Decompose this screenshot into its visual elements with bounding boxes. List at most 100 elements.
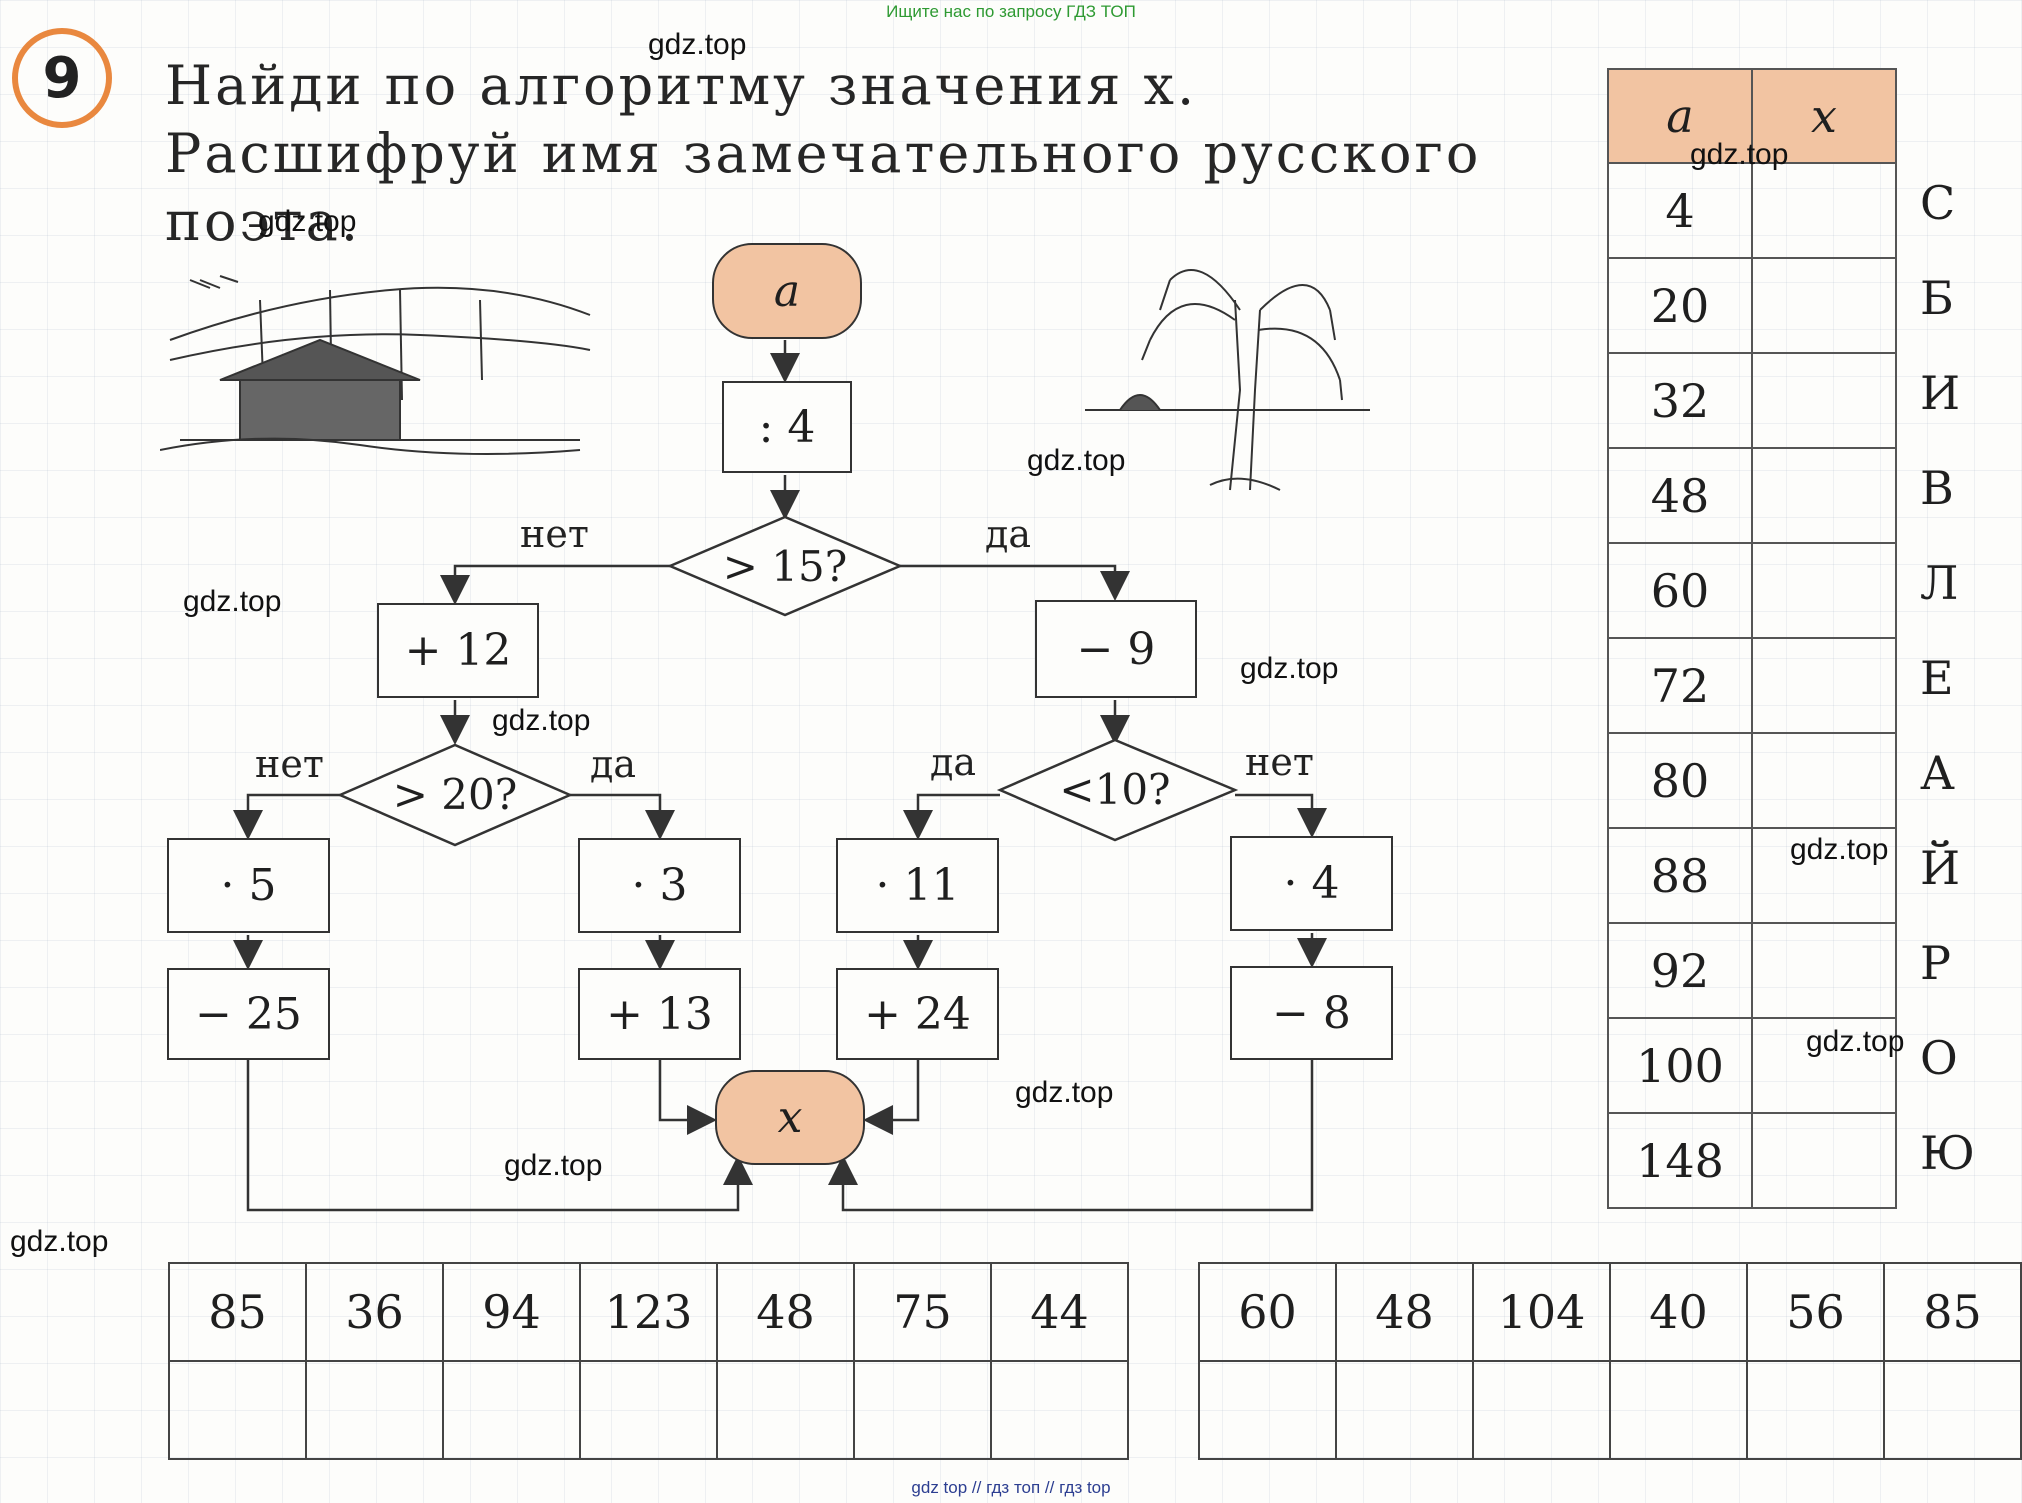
answer-table-1: 85 36 94 123 48 75 44 [168, 1262, 1129, 1460]
answer-number: 60 [1198, 1262, 1337, 1362]
answer-number: 40 [1609, 1262, 1748, 1362]
a-value: 4 [1607, 162, 1753, 259]
answer-letter-cell[interactable] [168, 1360, 307, 1460]
add-12-box: + 12 [377, 603, 539, 698]
watermark: gdz.top [183, 585, 282, 618]
letter-label: С [1920, 175, 1956, 230]
a-value: 20 [1607, 257, 1753, 354]
footer-note: gdz top // гдз топ // гдз top [911, 1478, 1111, 1497]
answer-letter-cell[interactable] [990, 1360, 1129, 1460]
answer-letter-cell[interactable] [716, 1360, 855, 1460]
answer-number: 48 [716, 1262, 855, 1362]
letter-label: И [1920, 365, 1961, 420]
a-value: 72 [1607, 637, 1753, 734]
multiply-3-box: · 3 [578, 838, 741, 933]
answer-letter-cell[interactable] [579, 1360, 718, 1460]
condition-3-yes-label: да [930, 740, 977, 784]
condition-1-yes-label: да [985, 512, 1032, 556]
table-row: 88 [1607, 827, 1897, 924]
table-row: 32 [1607, 352, 1897, 449]
answer-number: 48 [1335, 1262, 1474, 1362]
condition-3-text: <10? [1059, 764, 1171, 814]
header-x: x [1751, 68, 1897, 164]
condition-2-yes-label: да [590, 742, 637, 786]
answer-number: 44 [990, 1262, 1129, 1362]
answer-table-2: 60 48 104 40 56 85 [1198, 1262, 2022, 1460]
letter-label: Л [1920, 555, 1959, 610]
watermark: gdz.top [1027, 444, 1126, 477]
table-row: 100 [1607, 1017, 1897, 1114]
letter-label: Ю [1920, 1125, 1975, 1180]
add-13-box: + 13 [578, 968, 741, 1060]
x-cell[interactable] [1751, 1017, 1897, 1114]
a-value: 80 [1607, 732, 1753, 829]
letter-label: О [1920, 1030, 1958, 1085]
condition-2-no-label: нет [255, 742, 324, 786]
x-cell[interactable] [1751, 542, 1897, 639]
watermark: gdz.top [504, 1149, 603, 1182]
task-text: Найди по алгоритму значения x. Расшифруй… [165, 54, 1482, 253]
lookup-table: a x 4 20 32 48 60 72 80 88 92 100 148 [1607, 68, 1897, 1209]
answer-letter-cell[interactable] [305, 1360, 444, 1460]
a-value: 32 [1607, 352, 1753, 449]
condition-2-text: > 20? [392, 769, 518, 819]
answer-number: 56 [1746, 1262, 1885, 1362]
table-row: 60 [1607, 542, 1897, 639]
watermark: gdz.top [1806, 1025, 1905, 1058]
answer-letter-cell[interactable] [1609, 1360, 1748, 1460]
letter-label: В [1920, 460, 1954, 515]
x-cell[interactable] [1751, 257, 1897, 354]
x-cell[interactable] [1751, 732, 1897, 829]
start-node: a [712, 243, 862, 339]
condition-diamond-2 [336, 743, 574, 847]
watermark: gdz.top [1240, 652, 1339, 685]
watermark: gdz.top [492, 704, 591, 737]
watermark: gdz.top [1690, 138, 1789, 171]
answer-letter-cell[interactable] [1335, 1360, 1474, 1460]
multiply-5-box: · 5 [167, 838, 330, 933]
x-cell[interactable] [1751, 1112, 1897, 1209]
subtract-9-box: − 9 [1035, 600, 1197, 698]
x-cell[interactable] [1751, 447, 1897, 544]
watermark: gdz.top [10, 1225, 109, 1258]
x-cell[interactable] [1751, 637, 1897, 734]
answer-letter-cell[interactable] [442, 1360, 581, 1460]
letter-label: А [1920, 745, 1955, 800]
watermark: gdz.top [1790, 833, 1889, 866]
multiply-4-box: · 4 [1230, 836, 1393, 931]
answer-number: 75 [853, 1262, 992, 1362]
add-24-box: + 24 [836, 968, 999, 1060]
answer-letter-cell[interactable] [1198, 1360, 1337, 1460]
subtract-25-box: − 25 [167, 968, 330, 1060]
watermark: gdz.top [648, 28, 747, 61]
a-value: 100 [1607, 1017, 1753, 1114]
condition-1-no-label: нет [520, 512, 589, 556]
answer-number: 104 [1472, 1262, 1611, 1362]
x-cell[interactable] [1751, 827, 1897, 924]
x-cell[interactable] [1751, 352, 1897, 449]
end-node-x: x [715, 1070, 865, 1165]
answer-letter-cell[interactable] [853, 1360, 992, 1460]
answer-letter-cell[interactable] [1883, 1360, 2022, 1460]
letter-label: Б [1920, 270, 1954, 325]
x-cell[interactable] [1751, 162, 1897, 259]
table-row: 48 [1607, 447, 1897, 544]
table-row: 148 [1607, 1112, 1897, 1209]
condition-diamond-1 [666, 515, 904, 617]
letter-label: Е [1920, 650, 1954, 705]
table-row: 92 [1607, 922, 1897, 1019]
answer-number: 36 [305, 1262, 444, 1362]
multiply-11-box: · 11 [836, 838, 999, 933]
answer-number: 85 [168, 1262, 307, 1362]
table-row: 4 [1607, 162, 1897, 259]
x-cell[interactable] [1751, 922, 1897, 1019]
a-value: 48 [1607, 447, 1753, 544]
condition-3-no-label: нет [1245, 740, 1314, 784]
table-row: 80 [1607, 732, 1897, 829]
answer-number: 123 [579, 1262, 718, 1362]
answer-number: 94 [442, 1262, 581, 1362]
answer-letter-cell[interactable] [1472, 1360, 1611, 1460]
condition-1-text: > 15? [722, 541, 848, 591]
answer-letter-cell[interactable] [1746, 1360, 1885, 1460]
